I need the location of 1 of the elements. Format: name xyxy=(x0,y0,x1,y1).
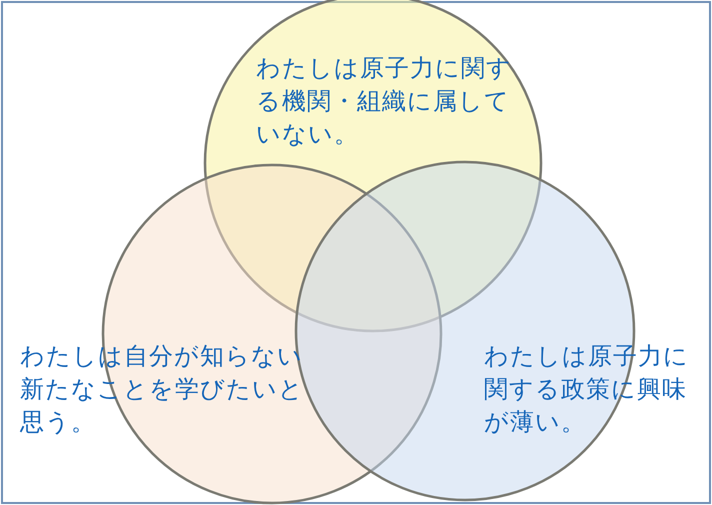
circle-label: わたしは原子力に関する機関・組織に属していない。 xyxy=(256,53,513,150)
